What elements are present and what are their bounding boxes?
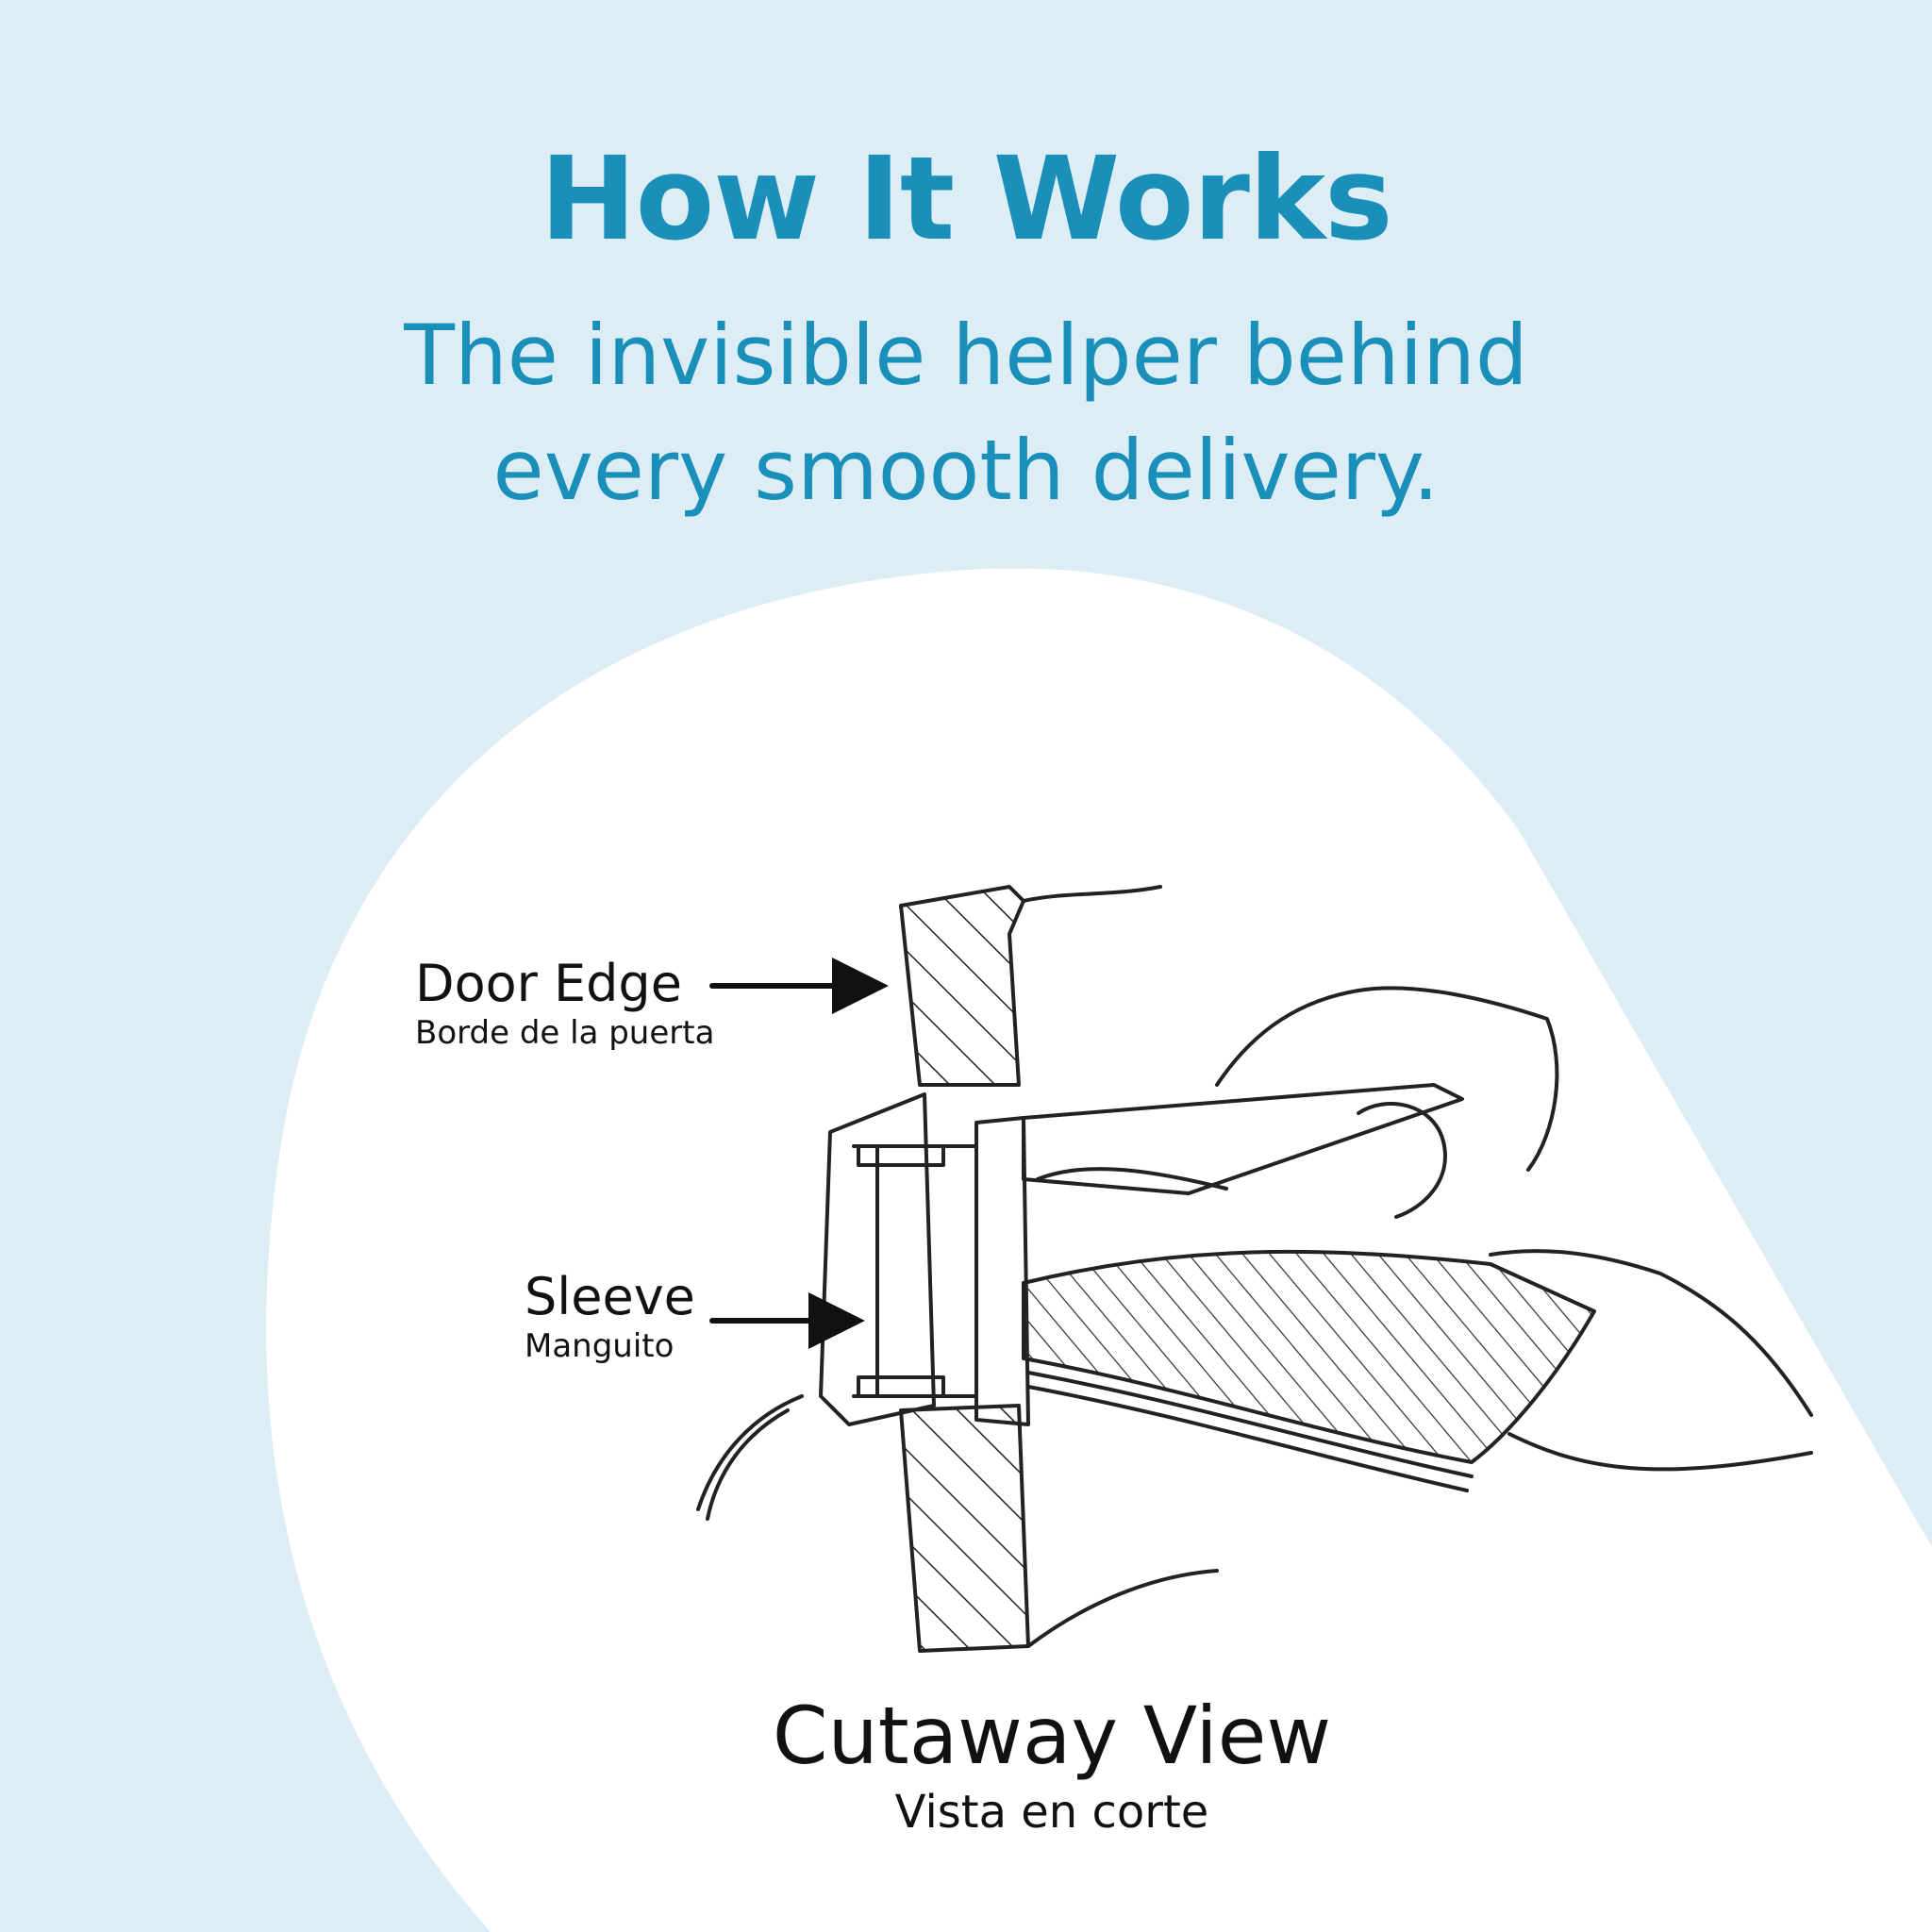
hand-lower <box>1489 1249 1813 1472</box>
caption-text-es: Vista en corte <box>894 1786 1209 1839</box>
door-section-lower <box>899 1404 1030 1653</box>
sleeve-text: Sleeve <box>525 1267 695 1326</box>
subtitle-line-2: every smooth delivery. <box>492 422 1440 519</box>
magazine-pages <box>1026 1371 1474 1492</box>
mail-outside <box>696 1394 804 1521</box>
door-bottom-line <box>1026 1569 1219 1648</box>
sleeve-rollers <box>857 1144 945 1398</box>
door-section-upper <box>899 885 1025 1087</box>
page-title: How It Works <box>540 132 1392 266</box>
hand-upper <box>1215 986 1559 1219</box>
sleeve-text-es: Manguito <box>525 1327 675 1365</box>
door-edge-text: Door Edge <box>415 954 682 1013</box>
flap-plate <box>1022 1083 1464 1195</box>
magazine <box>1022 1249 1596 1464</box>
door-edge-label: Door Edge Borde de la puerta <box>415 955 714 1053</box>
caption: Cutaway View Vista en corte <box>0 1689 1932 1841</box>
sleeve-tunnel <box>852 1144 978 1398</box>
door-edge-text-es: Borde de la puerta <box>415 1014 715 1052</box>
door-face-line <box>1022 885 1162 903</box>
sleeve-label: Sleeve Manguito <box>525 1268 695 1366</box>
caption-text: Cutaway View <box>772 1690 1332 1782</box>
mail-under-flap <box>1036 1167 1228 1191</box>
subtitle: The invisible helper behind every smooth… <box>0 298 1932 528</box>
subtitle-line-1: The invisible helper behind <box>404 307 1528 404</box>
sleeve-frame-front <box>974 1116 1030 1426</box>
sleeve-frame-back <box>819 1092 936 1426</box>
